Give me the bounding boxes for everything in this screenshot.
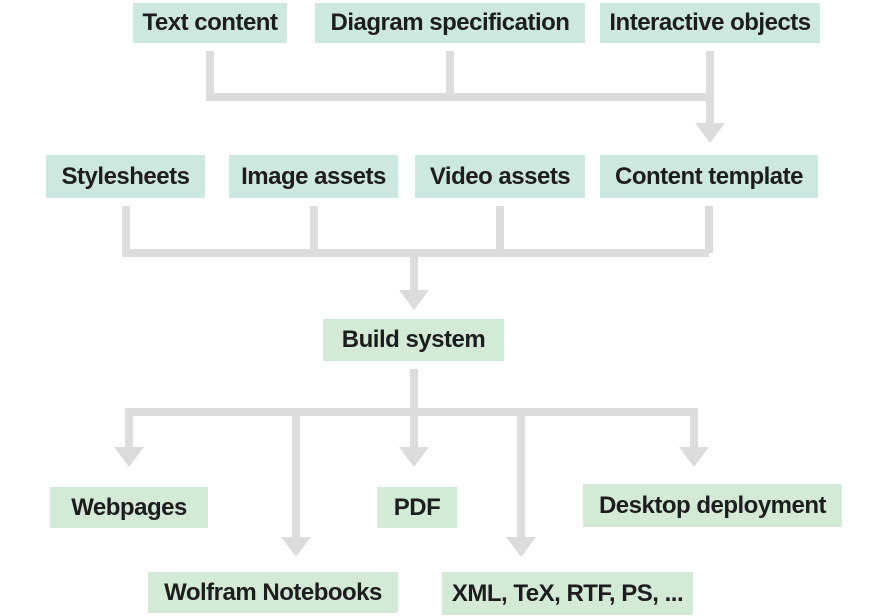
- node-content-template: Content template: [600, 155, 818, 198]
- arrowhead-to-pdf: [399, 447, 429, 467]
- arrowhead-to-content-template: [695, 123, 725, 143]
- arrowhead-to-build-system: [399, 290, 429, 310]
- node-stylesheets: Stylesheets: [46, 155, 205, 198]
- connector-text-content-stub-and-merge: [206, 51, 710, 101]
- node-video-assets: Video assets: [415, 155, 585, 198]
- arrowhead-to-wolfram-notebooks: [281, 537, 311, 557]
- connector-stylesheets-stub-and-merge: [122, 206, 709, 257]
- arrowhead-to-webpages: [114, 447, 144, 467]
- node-build-system: Build system: [323, 319, 504, 361]
- node-webpages: Webpages: [50, 487, 208, 528]
- node-wolfram-notebooks: Wolfram Notebooks: [148, 572, 398, 613]
- node-image-assets: Image assets: [229, 155, 398, 198]
- arrowhead-to-xml-tex: [506, 537, 536, 557]
- arrowhead-to-desktop-deployment: [679, 447, 709, 467]
- node-interactive-objects: Interactive objects: [600, 3, 820, 43]
- node-diagram-specification: Diagram specification: [315, 3, 585, 43]
- node-text-content: Text content: [133, 3, 287, 43]
- node-pdf: PDF: [377, 487, 457, 528]
- node-desktop-deployment: Desktop deployment: [583, 484, 842, 527]
- node-xml-tex-rtf-ps: XML, TeX, RTF, PS, ...: [442, 572, 693, 615]
